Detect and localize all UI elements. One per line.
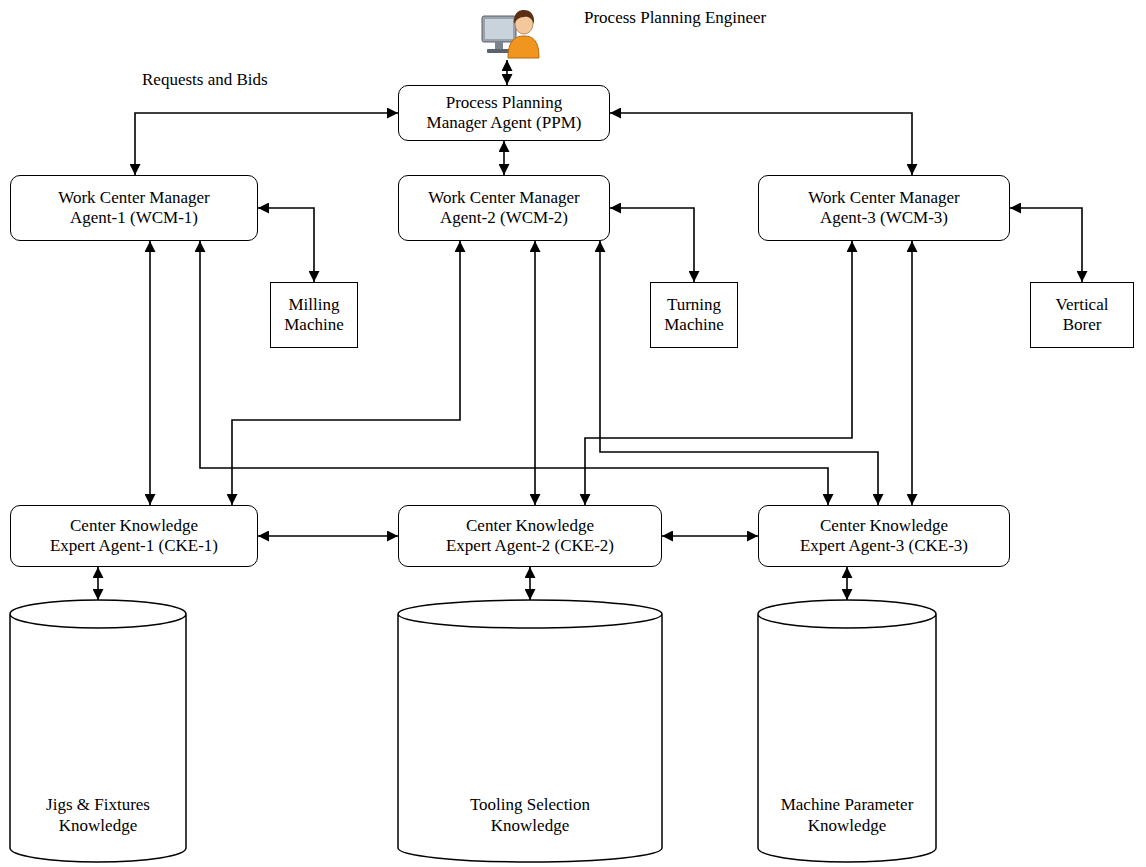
node-label: Center Knowledge Expert Agent-2 (CKE-2) <box>444 516 616 557</box>
connector-arrow <box>258 208 314 282</box>
connector-arrow <box>149 241 151 505</box>
user-label: Process Planning Engineer <box>584 8 766 28</box>
node-label: Tooling Selection Knowledge <box>450 795 610 836</box>
agent-box: Work Center Manager Agent-1 (WCM-1) <box>10 175 258 241</box>
engineer-icon <box>478 2 540 60</box>
node-label: Center Knowledge Expert Agent-1 (CKE-1) <box>48 516 220 557</box>
connector-arrow <box>600 241 878 505</box>
connector-arrow <box>200 241 828 505</box>
connector-arrow <box>135 113 398 175</box>
machine-box: Vertical Borer <box>1030 282 1134 348</box>
agent-box: Work Center Manager Agent-2 (WCM-2) <box>398 175 610 241</box>
connector-arrow <box>610 113 912 175</box>
node-label: Milling Machine <box>277 295 351 336</box>
node-label: Work Center Manager Agent-1 (WCM-1) <box>49 188 219 229</box>
knowledge-database: Tooling Selection Knowledge <box>398 600 662 862</box>
user-node: Process Planning Engineer <box>478 2 808 60</box>
node-label: Work Center Manager Agent-2 (WCM-2) <box>419 188 589 229</box>
connector-arrow <box>232 241 460 505</box>
connector-arrow <box>911 241 913 505</box>
cylinder-shape <box>758 600 936 862</box>
connector-arrow <box>846 567 848 600</box>
node-label: Turning Machine <box>657 295 731 336</box>
monitor-stand <box>495 42 503 50</box>
node-label: Process Planning Manager Agent (PPM) <box>424 93 584 134</box>
machine-box: Turning Machine <box>650 282 738 348</box>
knowledge-database: Machine Parameter Knowledge <box>758 600 936 862</box>
monitor-screen <box>482 16 516 42</box>
connector-arrow <box>503 141 505 175</box>
monitor-base <box>487 49 511 53</box>
machine-box: Milling Machine <box>270 282 358 348</box>
agent-box: Center Knowledge Expert Agent-1 (CKE-1) <box>10 505 258 567</box>
node-label: Work Center Manager Agent-3 (WCM-3) <box>799 188 969 229</box>
connector-arrow <box>662 535 758 537</box>
node-label: Center Knowledge Expert Agent-3 (CKE-3) <box>798 516 970 557</box>
connector-arrow <box>506 60 508 85</box>
person-hair <box>514 10 534 24</box>
connector-arrow <box>529 567 531 600</box>
agent-box: Process Planning Manager Agent (PPM) <box>398 85 610 141</box>
edge-label: Requests and Bids <box>140 70 270 90</box>
agent-box: Work Center Manager Agent-3 (WCM-3) <box>758 175 1010 241</box>
connector-arrow <box>610 208 694 282</box>
cylinder-shape <box>10 600 186 862</box>
node-label: Machine Parameter Knowledge <box>767 795 927 836</box>
cylinder-shape <box>398 600 662 862</box>
connector-arrow <box>534 241 536 505</box>
node-label: Jigs & Fixtures Knowledge <box>18 795 178 836</box>
knowledge-database: Jigs & Fixtures Knowledge <box>10 600 186 862</box>
agent-box: Center Knowledge Expert Agent-3 (CKE-3) <box>758 505 1010 567</box>
monitor-glass <box>485 19 513 39</box>
node-label: Vertical Borer <box>1037 295 1127 336</box>
connector-arrow <box>258 535 398 537</box>
connector-arrow <box>585 241 852 505</box>
person-body <box>508 36 539 58</box>
connector-arrow <box>1010 208 1082 282</box>
connector-arrow <box>97 567 99 600</box>
agent-box: Center Knowledge Expert Agent-2 (CKE-2) <box>398 505 662 567</box>
